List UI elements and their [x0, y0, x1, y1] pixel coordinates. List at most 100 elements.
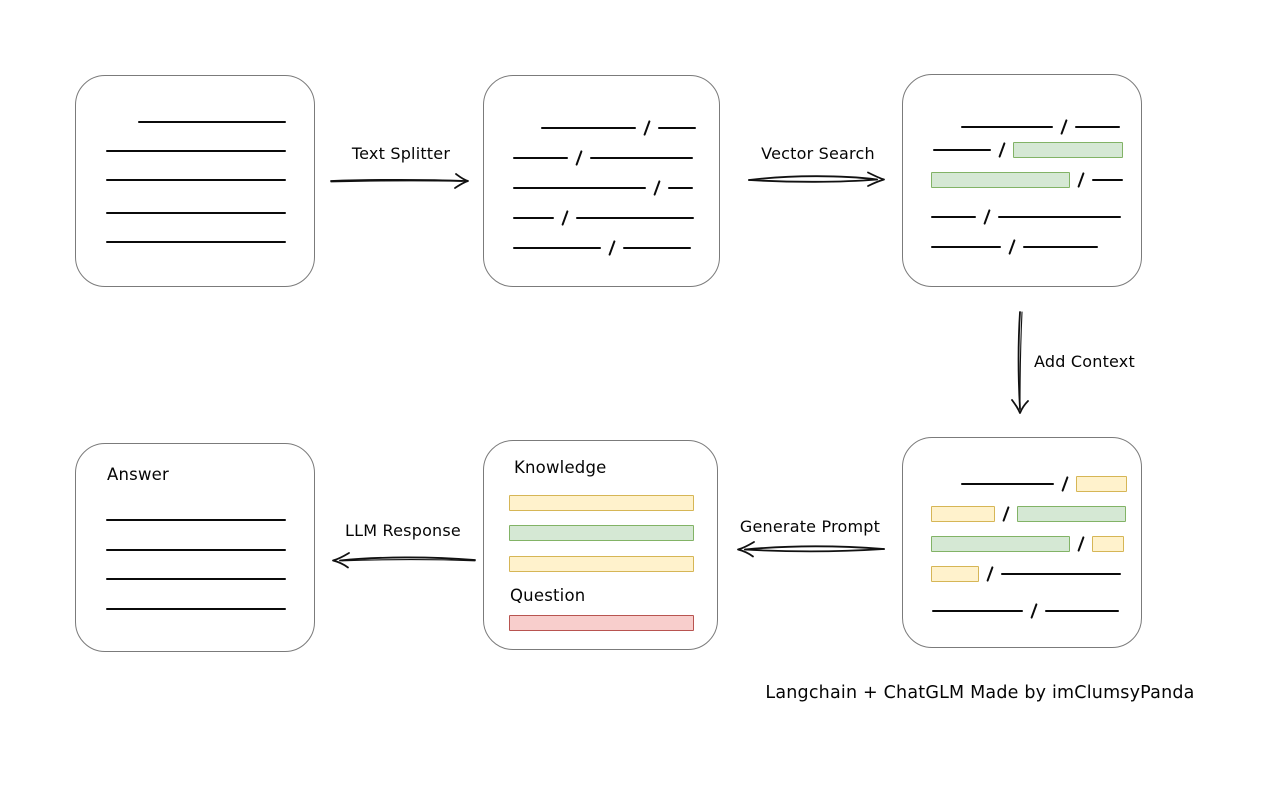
text-line: [541, 127, 636, 129]
question-label: Question: [510, 586, 586, 605]
red-highlight-chip: [509, 615, 694, 631]
segment-row: [106, 205, 286, 221]
segment-row: [931, 209, 1121, 225]
yellow-highlight-chip: [509, 556, 694, 572]
segment-row: [541, 120, 696, 136]
segment-row: [933, 142, 1123, 158]
llm-response-label: LLM Response: [345, 521, 461, 540]
yellow-highlight-chip: [1076, 476, 1127, 492]
generate-prompt-label: Generate Prompt: [739, 517, 881, 536]
segment-row: [513, 180, 693, 196]
text-line: [106, 608, 286, 610]
text-line: [106, 578, 286, 580]
green-highlight-chip: [1017, 506, 1126, 522]
slash-separator: [1061, 476, 1069, 492]
segment-row: [106, 143, 286, 159]
text-line: [513, 217, 554, 219]
text-line: [623, 247, 691, 249]
slash-separator: [1002, 506, 1010, 522]
slash-separator: [1008, 239, 1016, 255]
vector-search-arrow: [748, 171, 885, 187]
text-line: [106, 549, 286, 551]
green-highlight-chip: [509, 525, 694, 541]
text-line: [590, 157, 693, 159]
slash-separator: [643, 120, 651, 136]
add-context-label: Add Context: [1034, 352, 1135, 371]
text-line: [513, 247, 601, 249]
text-line: [1075, 126, 1120, 128]
segment-row: [932, 603, 1119, 619]
slash-separator: [1077, 536, 1085, 552]
segment-row: [509, 556, 694, 572]
segment-row: [106, 601, 286, 617]
slash-separator: [998, 142, 1006, 158]
segment-row: [961, 476, 1127, 492]
text-line: [106, 179, 286, 181]
segment-row: [106, 571, 286, 587]
slash-separator: [608, 240, 616, 256]
text-line: [1023, 246, 1098, 248]
credit-text: Langchain + ChatGLM Made by imClumsyPand…: [765, 683, 1195, 703]
text-line: [998, 216, 1121, 218]
text-line: [931, 246, 1001, 248]
text-splitter-arrow: [330, 173, 469, 189]
text-line: [106, 212, 286, 214]
text-line: [513, 157, 568, 159]
yellow-highlight-chip: [509, 495, 694, 511]
knowledge-title: Knowledge: [514, 458, 607, 477]
slash-separator: [1030, 603, 1038, 619]
text-line: [933, 149, 991, 151]
slash-separator: [1077, 172, 1085, 188]
context-box: [902, 437, 1142, 648]
green-highlight-chip: [931, 172, 1070, 188]
green-highlight-chip: [1013, 142, 1123, 158]
segment-row: [961, 119, 1120, 135]
segment-row: [138, 114, 286, 130]
segment-row: [931, 172, 1123, 188]
text-line: [961, 483, 1054, 485]
add-context-arrow: [1011, 311, 1029, 414]
text-line: [658, 127, 696, 129]
yellow-highlight-chip: [1092, 536, 1124, 552]
yellow-highlight-chip: [931, 566, 979, 582]
segment-row: [513, 240, 691, 256]
slash-separator: [1060, 119, 1068, 135]
text-line: [668, 187, 693, 189]
segment-row: [106, 234, 286, 250]
segment-row: [509, 495, 694, 511]
text-line: [106, 519, 286, 521]
segment-row: [931, 506, 1126, 522]
segment-row: [513, 210, 694, 226]
segment-row: [513, 150, 693, 166]
slash-separator: [653, 180, 661, 196]
text-line: [106, 150, 286, 152]
text-line: [931, 216, 976, 218]
answer-box: Answer: [75, 443, 315, 652]
slash-separator: [575, 150, 583, 166]
vector-search-result-box: [902, 74, 1142, 287]
segment-row: [106, 172, 286, 188]
segment-row: [509, 615, 694, 631]
text-line: [932, 610, 1023, 612]
text-line: [576, 217, 694, 219]
segment-row: [106, 512, 286, 528]
text-line: [138, 121, 286, 123]
slash-separator: [983, 209, 991, 225]
segment-row: [931, 536, 1124, 552]
segment-row: [931, 239, 1098, 255]
text-line: [106, 241, 286, 243]
answer-title: Answer: [107, 465, 169, 484]
green-highlight-chip: [931, 536, 1070, 552]
text-line: [961, 126, 1053, 128]
vector-search-label: Vector Search: [761, 144, 875, 163]
segment-row: [106, 542, 286, 558]
source-document-box: [75, 75, 315, 287]
llm-response-arrow: [332, 552, 476, 569]
text-line: [1001, 573, 1121, 575]
text-line: [1092, 179, 1123, 181]
yellow-highlight-chip: [931, 506, 995, 522]
slash-separator: [986, 566, 994, 582]
text-line: [513, 187, 646, 189]
segment-row: [509, 525, 694, 541]
